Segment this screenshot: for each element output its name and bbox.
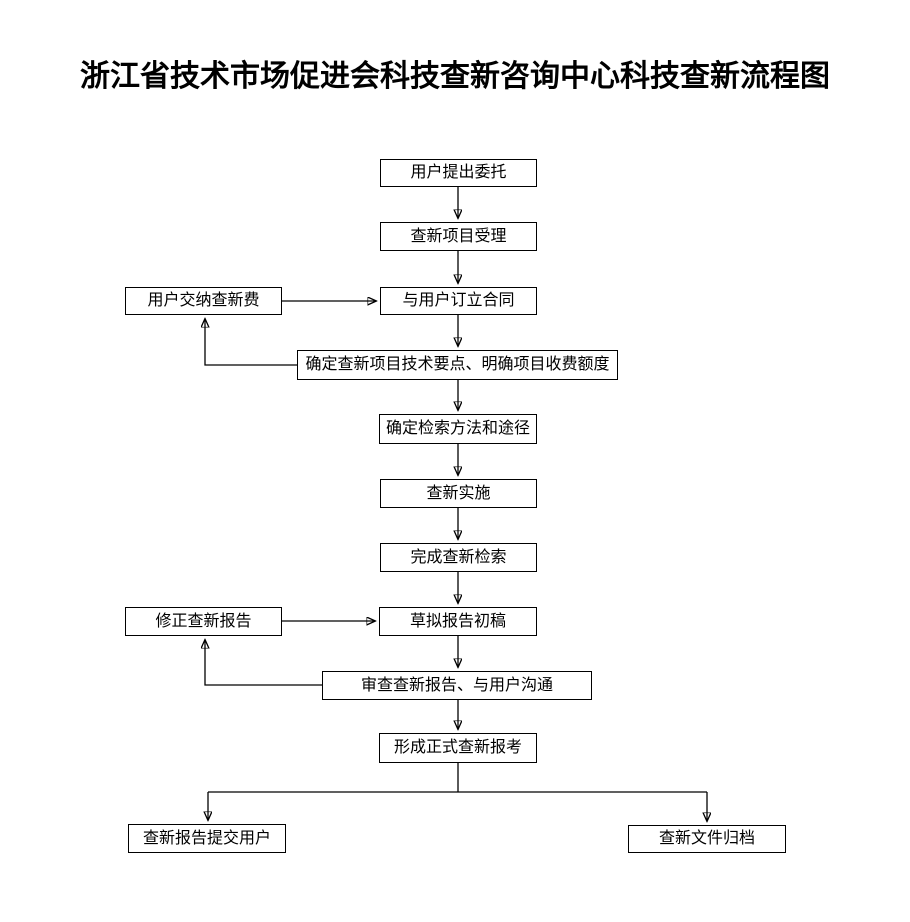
node-define-points-fee: 确定查新项目技术要点、明确项目收费额度 [297,350,618,380]
node-complete-search: 完成查新检索 [380,543,537,572]
node-accept-project: 查新项目受理 [380,222,537,251]
edge-review-to-revise [205,640,322,686]
node-archive-files: 查新文件归档 [628,825,786,853]
edge-points-to-payfee [205,319,297,366]
node-revise-report: 修正查新报告 [125,607,282,636]
node-form-official-report: 形成正式查新报考 [379,733,537,763]
page-title: 浙江省技术市场促进会科技查新咨询中心科技查新流程图 [80,60,830,93]
node-submit-request: 用户提出委托 [380,159,537,187]
node-implement-search: 查新实施 [380,479,537,508]
node-review-report: 审查查新报告、与用户沟通 [322,671,592,700]
node-draft-report: 草拟报告初稿 [379,607,537,636]
node-sign-contract: 与用户订立合同 [380,287,537,315]
node-define-search-method: 确定检索方法和途径 [379,414,537,444]
node-pay-fee: 用户交纳查新费 [125,287,282,315]
node-deliver-report: 查新报告提交用户 [128,824,286,853]
